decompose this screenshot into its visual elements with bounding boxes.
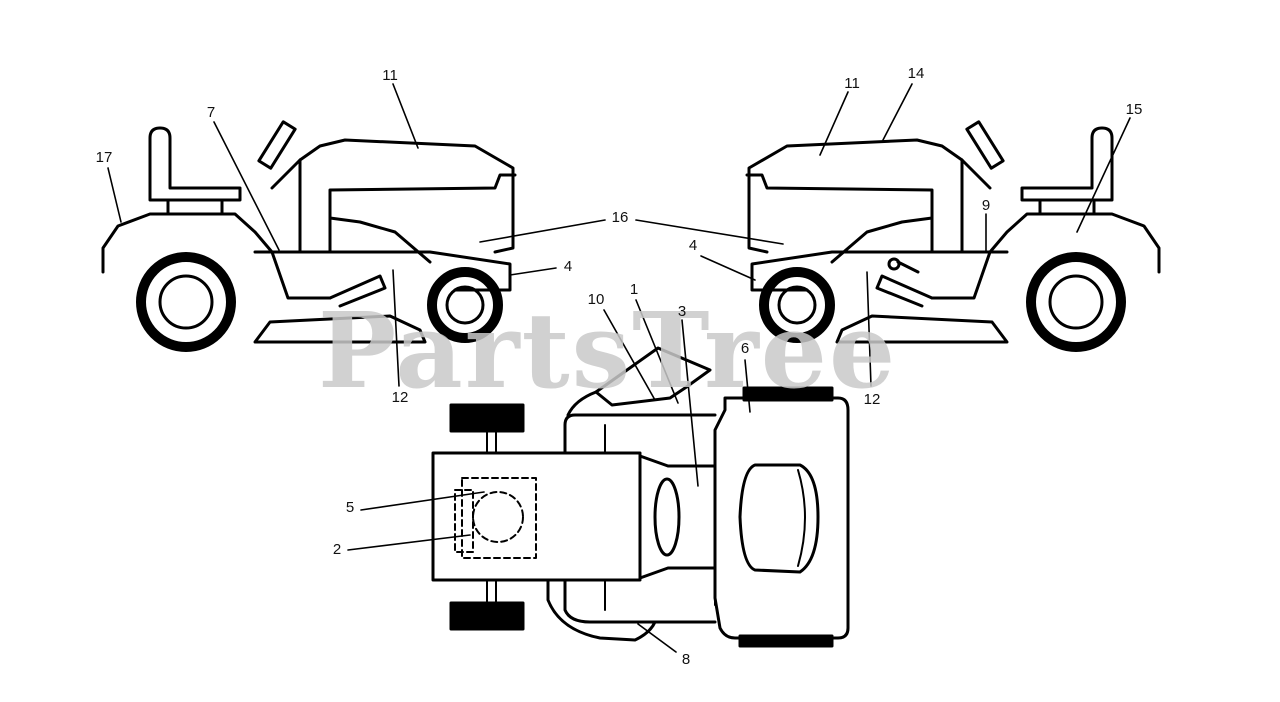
callout-16[interactable]: 16: [611, 209, 629, 226]
left-rear-wheel: [136, 252, 236, 352]
leader-15-right: [1076, 117, 1131, 233]
top-neck: [638, 454, 717, 580]
left-mower-deck: [253, 314, 427, 344]
top-front-axle: [486, 430, 497, 604]
top-decal-circle: [472, 491, 524, 543]
top-steering-wheel: [653, 477, 681, 557]
callout-2[interactable]: 2: [332, 541, 342, 558]
left-steering-wheel: [257, 120, 297, 170]
right-steering-wheel: [965, 120, 1005, 170]
right-hood-vent: [830, 216, 934, 264]
leader-lines: [107, 83, 1131, 653]
callout-12-right[interactable]: 12: [863, 391, 881, 408]
right-lift-knob-ball: [887, 257, 901, 271]
top-body-lower: [563, 578, 717, 624]
callout-1[interactable]: 1: [629, 281, 639, 298]
right-rear-wheel-hub: [1048, 274, 1104, 330]
left-steering-column: [270, 158, 302, 190]
left-hood-vent: [328, 216, 432, 264]
callout-14-right[interactable]: 14: [907, 65, 925, 82]
right-rear-fender: [930, 212, 1161, 300]
right-deck-lift: [875, 274, 934, 308]
leader-6: [744, 359, 751, 413]
leader-16-left: [479, 219, 606, 243]
left-front-wheel: [427, 267, 503, 343]
leader-11-right: [819, 91, 849, 156]
left-seat-base: [166, 198, 224, 216]
callout-11-right[interactable]: 11: [844, 75, 860, 92]
top-hood: [431, 451, 642, 582]
callout-6[interactable]: 6: [740, 340, 750, 357]
right-hood-side: [745, 173, 934, 254]
leader-12-right: [866, 271, 872, 387]
leader-10: [603, 309, 656, 401]
right-seat-base: [1038, 198, 1096, 216]
leader-16-right: [635, 219, 784, 245]
left-seat: [148, 126, 242, 202]
callout-7-left[interactable]: 7: [206, 104, 216, 121]
top-deck-lower: [546, 578, 657, 642]
leader-4-right: [700, 255, 756, 281]
callout-12-left[interactable]: 12: [391, 389, 409, 406]
right-rear-wheel: [1026, 252, 1126, 352]
tractor-right-side-view: [745, 120, 1161, 352]
top-front-wheel-upper: [449, 403, 525, 433]
leader-3: [681, 319, 699, 487]
top-body-upper: [563, 413, 717, 455]
top-rear-wheel-upper: [742, 386, 834, 402]
top-deck-curve: [566, 390, 598, 417]
leader-2: [347, 534, 471, 551]
left-rear-wheel-hub: [158, 274, 214, 330]
callout-11-left[interactable]: 11: [382, 67, 398, 84]
left-hood: [298, 138, 515, 254]
right-hood: [747, 138, 964, 254]
top-discharge-chute: [594, 346, 712, 407]
top-decal-outline-2: [454, 489, 474, 553]
top-seat-back: [797, 469, 806, 567]
leader-7: [213, 121, 280, 251]
right-front-wheel: [759, 267, 835, 343]
leader-11-left: [392, 83, 419, 149]
leader-8: [637, 623, 677, 653]
left-hood-side: [328, 173, 517, 254]
left-deck-lift: [328, 274, 387, 308]
callout-17-left[interactable]: 17: [95, 149, 113, 166]
leader-1: [635, 299, 679, 404]
top-seat: [738, 463, 820, 574]
left-front-wheel-hub: [445, 285, 485, 325]
top-rear-wheel-lower: [738, 634, 834, 648]
leader-12-left: [392, 269, 400, 387]
right-steering-column: [960, 158, 992, 190]
right-front-wheel-hub: [777, 285, 817, 325]
right-seat: [1020, 126, 1114, 202]
right-lift-knob: [896, 260, 920, 274]
tractor-top-view: [431, 346, 850, 648]
right-mower-deck: [835, 314, 1009, 344]
top-decal-outline-5: [461, 477, 537, 559]
top-front-wheel-lower: [449, 601, 525, 631]
callout-4-left[interactable]: 4: [563, 258, 573, 275]
leader-14-right: [882, 83, 913, 141]
left-rear-fender: [101, 212, 332, 300]
callout-9-right[interactable]: 9: [981, 197, 991, 214]
callout-8[interactable]: 8: [681, 651, 691, 668]
top-rear-section: [713, 396, 850, 640]
callout-3[interactable]: 3: [677, 303, 687, 320]
callout-10[interactable]: 10: [587, 291, 605, 308]
leader-4-left: [509, 267, 557, 276]
leader-17: [107, 167, 122, 223]
tractor-left-side-view: [101, 120, 517, 352]
callout-5[interactable]: 5: [345, 499, 355, 516]
callout-4-right[interactable]: 4: [688, 237, 698, 254]
leader-5: [360, 491, 485, 511]
callout-15-right[interactable]: 15: [1125, 101, 1143, 118]
